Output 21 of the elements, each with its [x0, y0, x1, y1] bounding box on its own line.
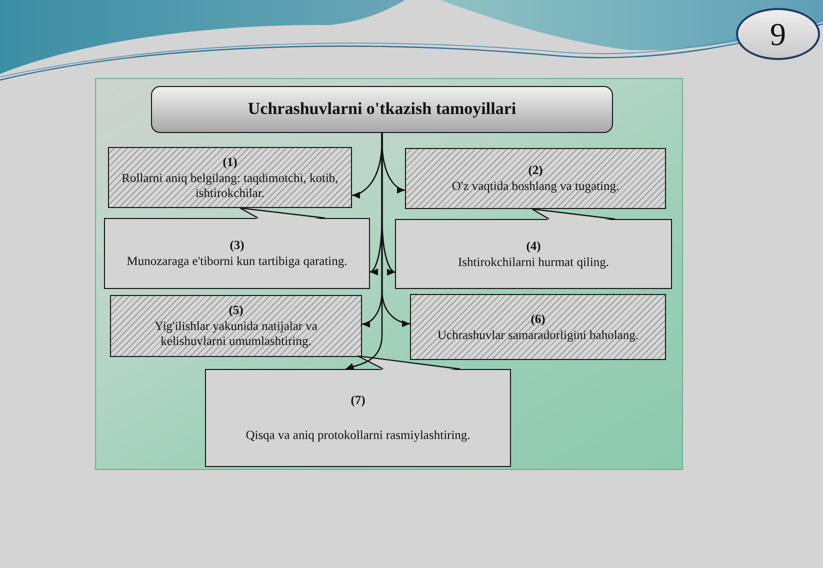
step-text: Ishtirokchilarni hurmat qiling. [458, 254, 609, 270]
step-number: (1) [222, 154, 238, 170]
step-text: Munozaraga e'tiborni kun tartibiga qarating. [126, 254, 348, 269]
hatched-box [110, 295, 362, 357]
hatched-box [108, 147, 352, 208]
step-text: Uchrashuvlar samaradorligini baholang. [438, 328, 638, 342]
step-text: Yig'ilishlar yakunida natijalar va kelishuvlarni umumlashtiring. [154, 319, 318, 349]
step-text: Qisqa va aniq protokollarni rasmiylashtiring. [246, 428, 470, 443]
heading-text: Uchrashuvlarni o'tkazish tamoyillari [248, 99, 516, 120]
step-number: (6) [530, 312, 546, 326]
step-number: (5) [228, 303, 244, 318]
step-number: (3) [230, 238, 244, 253]
arrow [346, 133, 383, 370]
hatched-box [410, 294, 666, 360]
step-number: (2) [528, 163, 543, 178]
hatched-box [405, 148, 666, 209]
step-number: (4) [526, 238, 541, 254]
title-box [151, 86, 613, 133]
step-text: O'z vaqtida boshlang va tugating. [452, 179, 620, 194]
step-text: Rollarni aniq belgilang: taqdimotchi, kotib, ishtirokchilar. [120, 170, 340, 200]
step-number: (7) [350, 393, 366, 408]
